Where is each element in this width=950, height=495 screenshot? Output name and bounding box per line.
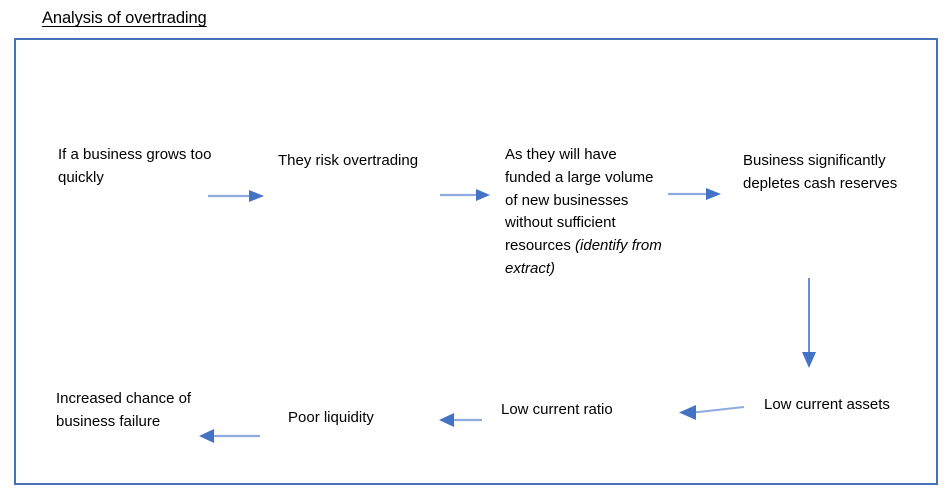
arrow-left-icon-6	[436, 410, 484, 430]
flow-node-if-business-grows-too-quickly: If a business grows too quickly	[58, 146, 212, 186]
flow-node-funded-large-volume: As they will have funded a large volume …	[505, 144, 665, 281]
arrow-right-icon-3	[666, 184, 724, 204]
arrow-left-icon-5	[676, 400, 748, 424]
flow-node-low-current-assets: Low current assets	[764, 396, 890, 413]
arrow-down-icon-4	[798, 276, 820, 370]
flow-node-low-current-ratio: Low current ratio	[501, 401, 613, 418]
flow-node-funded-large-volume-italic: (identify from extract)	[505, 237, 662, 277]
flow-node-funded-large-volume-main: As they will have funded a large volume …	[505, 146, 654, 255]
flow-node-poor-liquidity: Poor liquidity	[288, 409, 374, 426]
flow-node-they-risk-overtrading: They risk overtrading	[278, 152, 419, 169]
flow-node-depletes-cash-reserves: Business significantly depletes cash res…	[743, 152, 898, 192]
flow-node-increased-chance-of-business-failure: Increased chance of business failure	[56, 390, 192, 430]
flowchart-frame: If a business grows too quickly They ris…	[14, 38, 938, 485]
arrow-left-icon-7	[196, 426, 264, 446]
page-title: Analysis of overtrading	[42, 9, 207, 27]
arrow-right-icon-2	[438, 185, 493, 205]
